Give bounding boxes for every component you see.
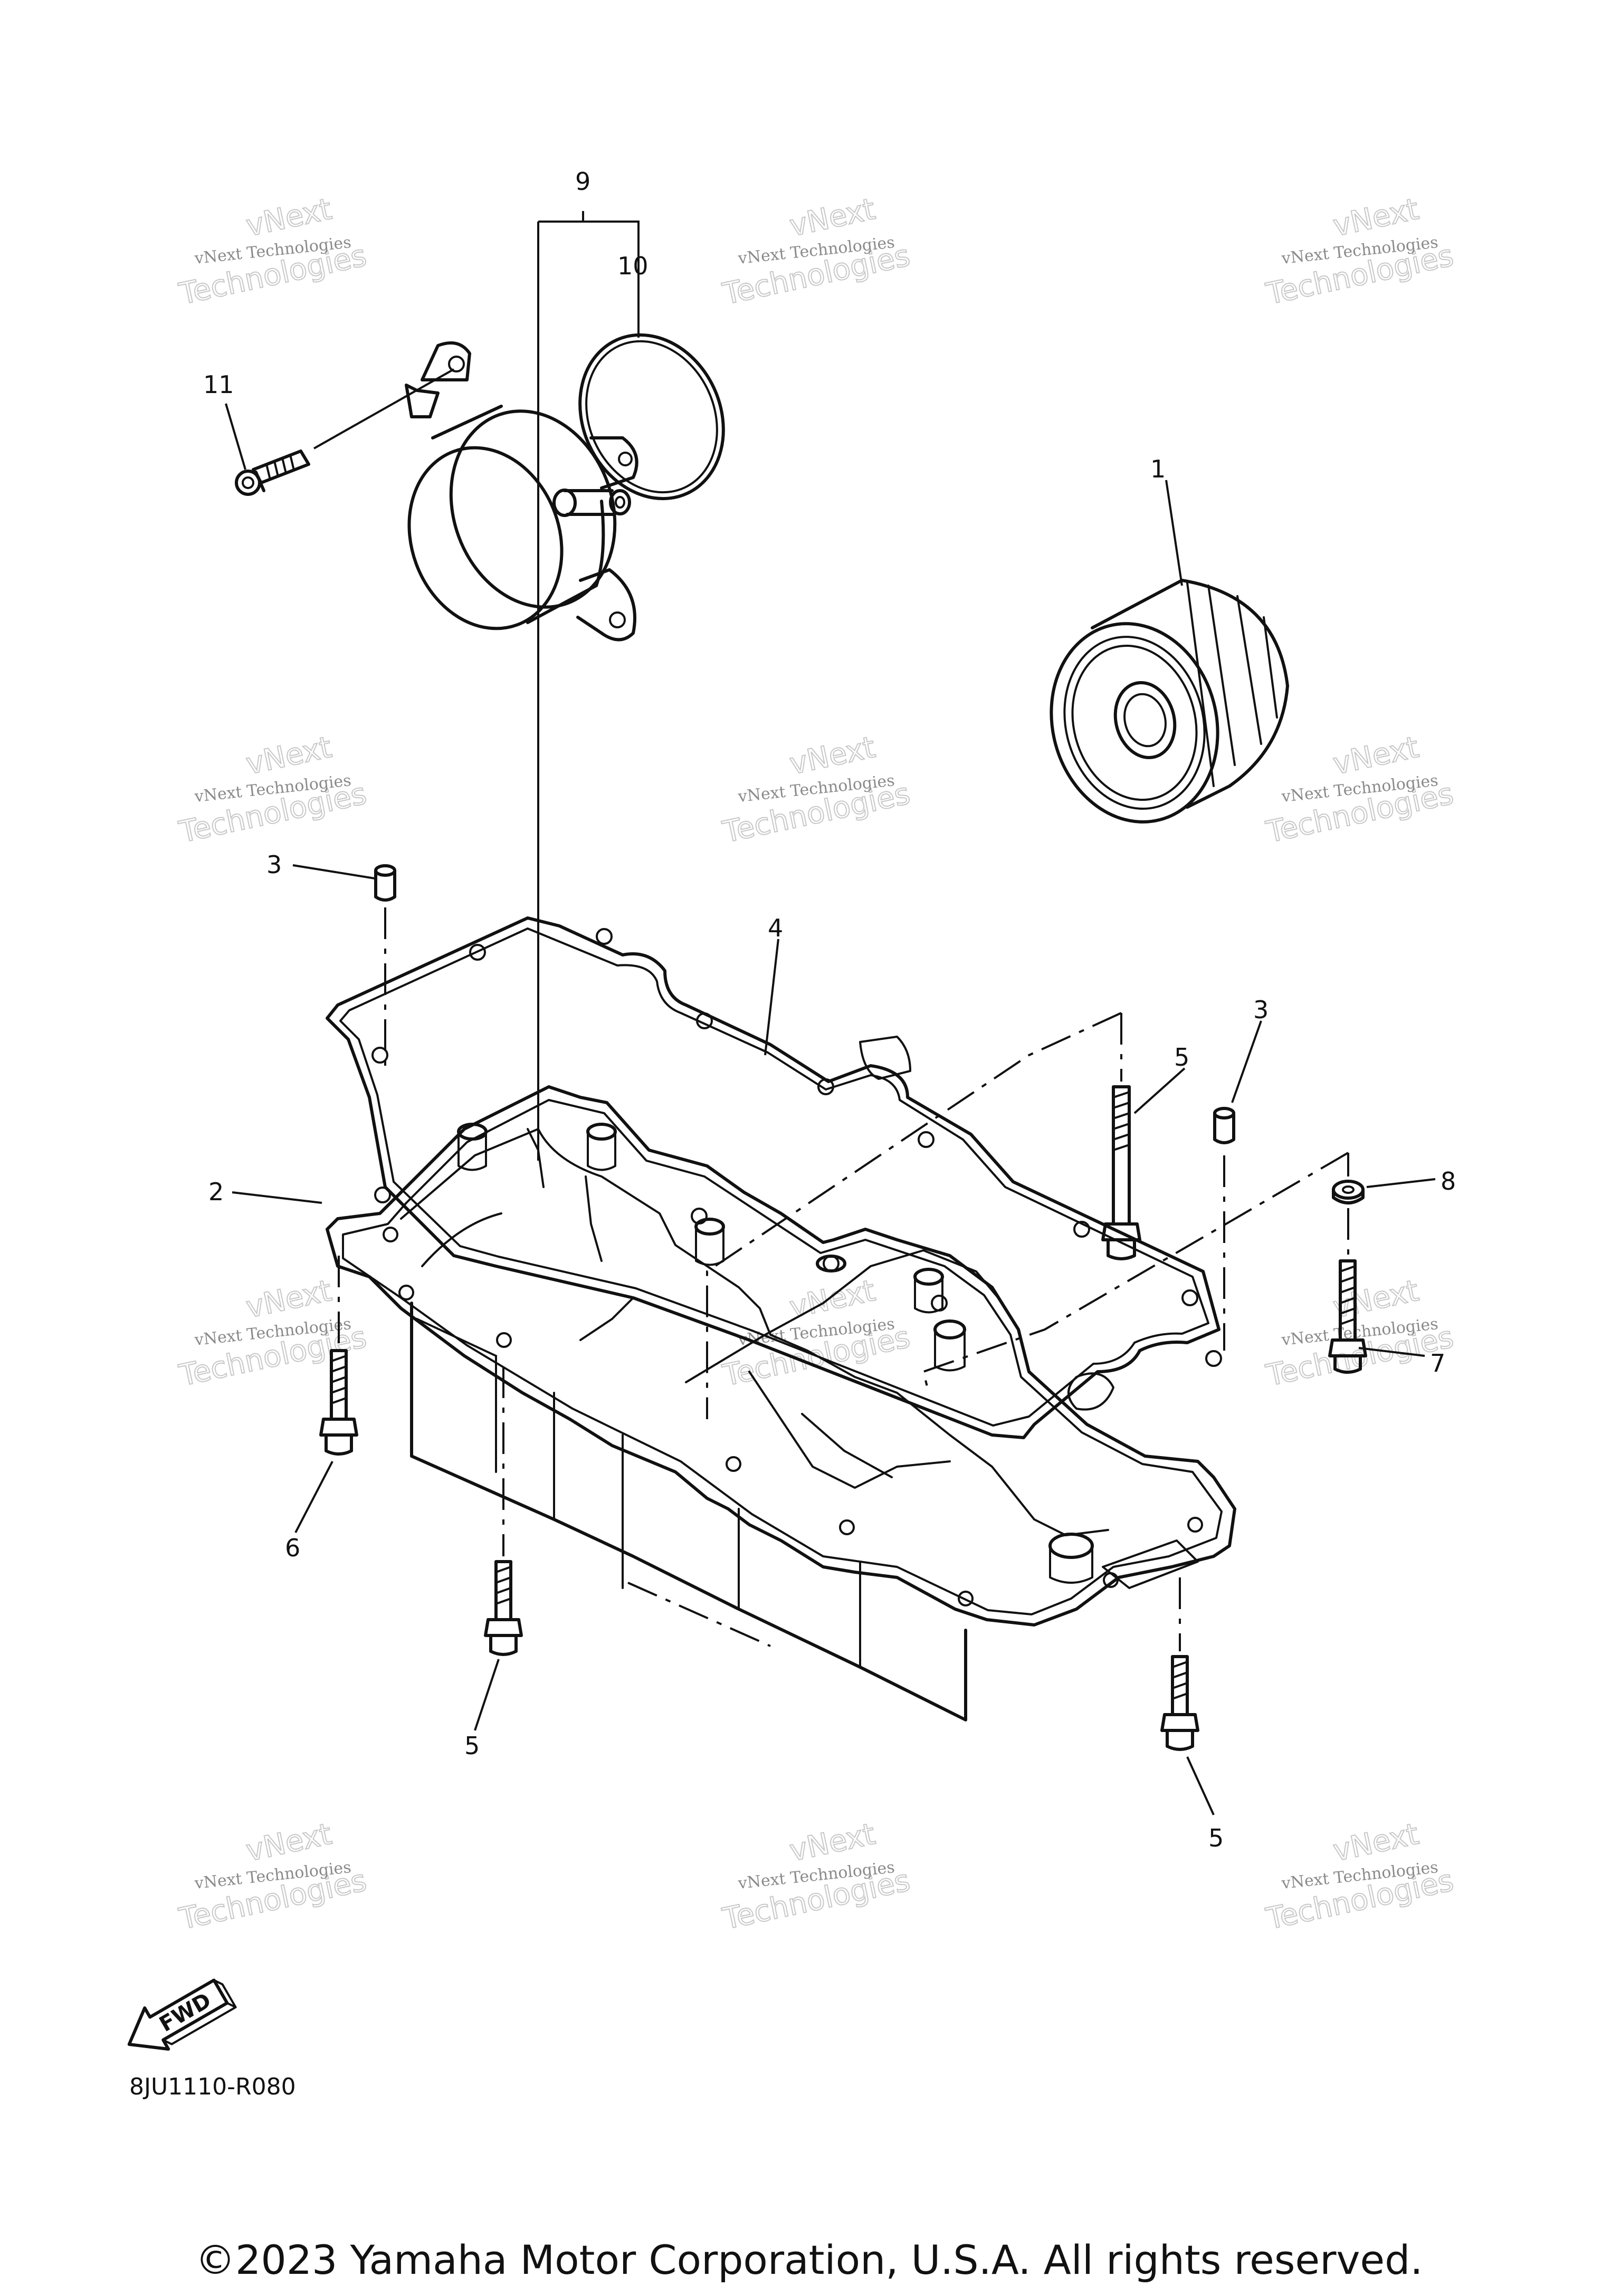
fwd-arrow-icon: FWD — [127, 1978, 237, 2051]
washer-8 — [1332, 1180, 1365, 1204]
callout-2: 2 — [208, 1178, 224, 1206]
bolt-6 — [319, 1349, 358, 1456]
leader-line — [313, 368, 454, 449]
center-lines — [338, 907, 1349, 1651]
watermark: Technologies vNext vNext Technologies — [176, 192, 370, 312]
watermark: Technologies vNext vNext Technologies — [1263, 192, 1457, 312]
diagram-reference-code: 8JU1110-R080 — [129, 2073, 296, 2100]
watermark: Technologies vNext vNext Technologies — [719, 1816, 913, 1937]
callout-11: 11 — [203, 370, 234, 399]
o-ring — [578, 333, 725, 501]
copyright-notice: ©2023 Yamaha Motor Corporation, U.S.A. A… — [195, 2236, 1423, 2283]
watermark: Technologies vNext vNext Technologies — [176, 730, 370, 850]
watermark: Technologies vNext vNext Technologies — [1263, 1816, 1457, 1937]
bolt-5 — [1160, 1655, 1199, 1751]
watermark: Technologies vNext vNext Technologies — [719, 1273, 913, 1394]
callout-9: 9 — [575, 167, 590, 196]
bolt-5 — [1101, 1085, 1141, 1260]
callout-6: 6 — [285, 1534, 300, 1562]
callout-8: 8 — [1441, 1167, 1456, 1195]
callout-7: 7 — [1430, 1349, 1445, 1377]
watermark: Technologies vNext vNext Technologies — [176, 1273, 370, 1394]
watermark: Technologies vNext vNext Technologies — [719, 730, 913, 850]
watermark: Technologies vNext vNext Technologies — [719, 192, 913, 312]
callout-5: 5 — [1208, 1824, 1224, 1852]
callouts: 9 10 11 1 3 4 3 5 2 8 7 6 5 5 — [203, 167, 1456, 1852]
callout-3: 3 — [266, 850, 282, 879]
callout-10: 10 — [617, 252, 649, 280]
oil-pan — [326, 1085, 1236, 1721]
leader-lines — [225, 211, 1436, 1815]
dowel-pin — [374, 864, 396, 902]
dowel-pin — [1213, 1107, 1235, 1144]
oil-filter — [1050, 579, 1289, 824]
bolt-7 — [1328, 1259, 1367, 1374]
bolt-5 — [484, 1560, 523, 1656]
watermark: Technologies vNext vNext Technologies — [1263, 1273, 1457, 1394]
watermark: Technologies vNext vNext Technologies — [176, 1816, 370, 1937]
callout-1: 1 — [1150, 455, 1166, 483]
callout-5: 5 — [464, 1731, 480, 1760]
callout-5: 5 — [1174, 1043, 1189, 1072]
oil-cooler — [405, 341, 638, 642]
watermark: Technologies vNext vNext Technologies — [1263, 730, 1457, 850]
oil-pan-gasket — [326, 916, 1222, 1439]
callout-3: 3 — [1253, 996, 1269, 1024]
bolt-11 — [235, 449, 310, 496]
callout-4: 4 — [768, 914, 783, 942]
